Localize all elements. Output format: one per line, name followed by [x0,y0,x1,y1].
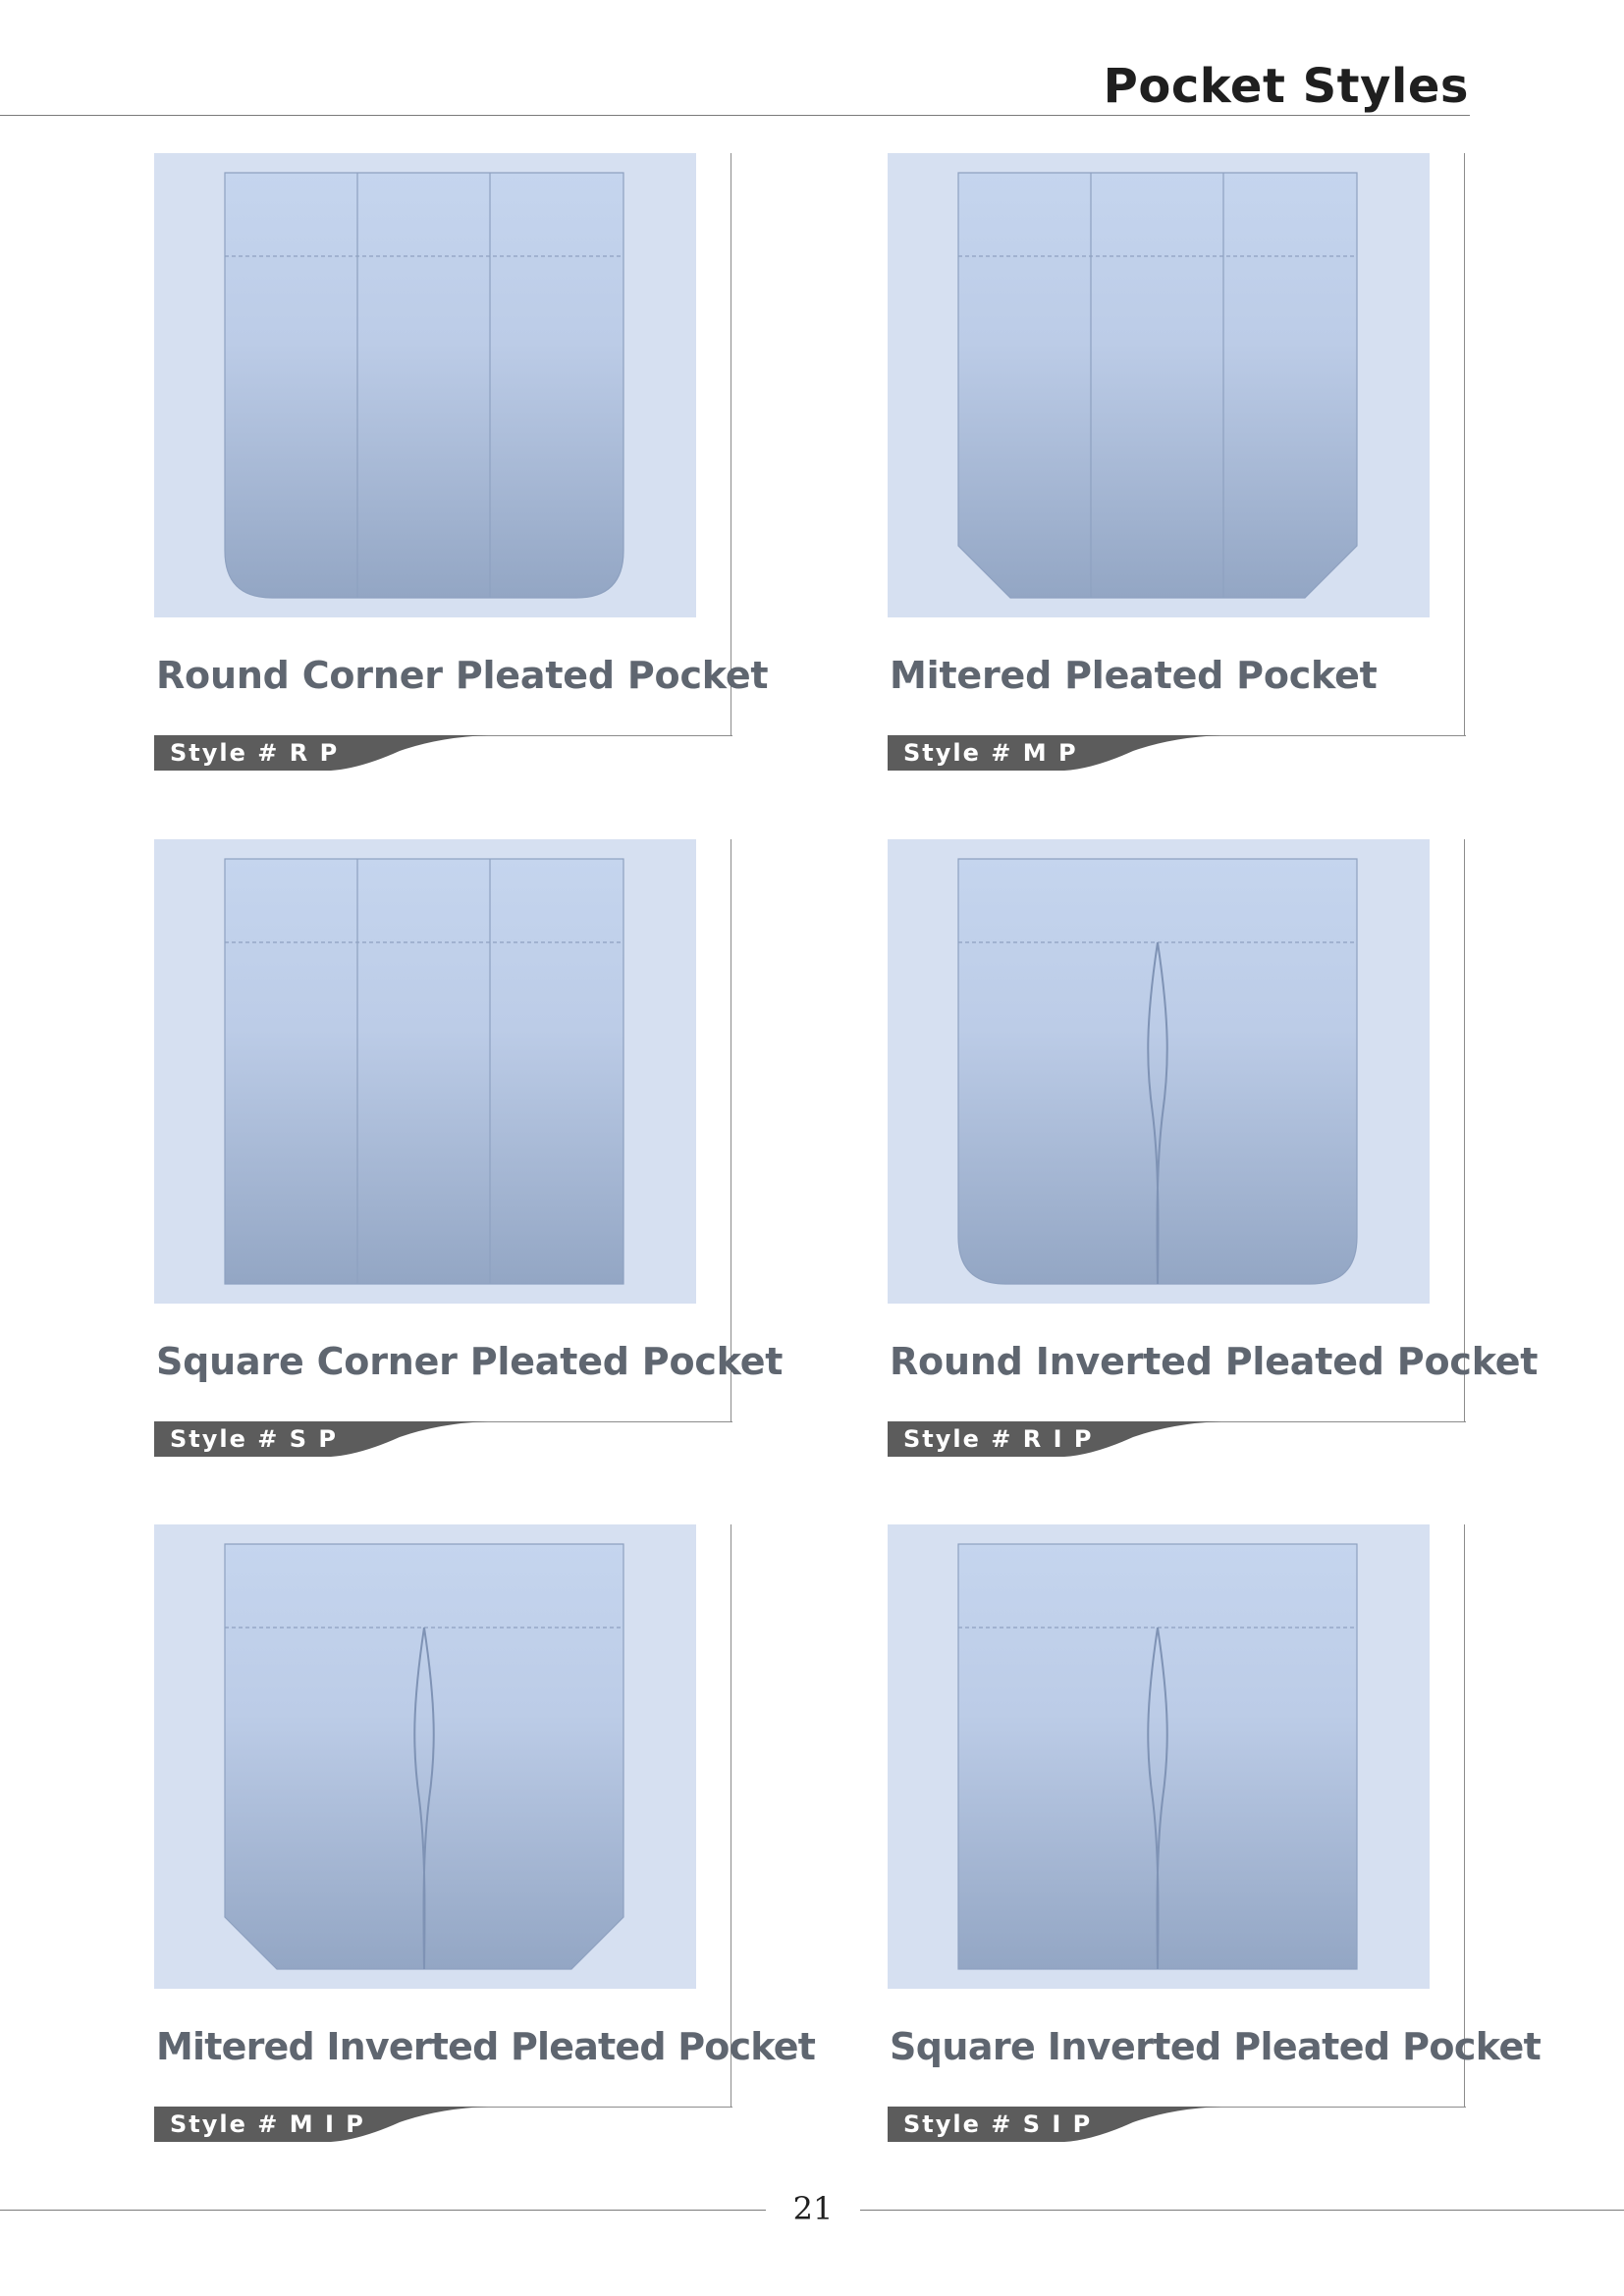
round-inverted-pleated-pocket-illustration [888,839,1430,1304]
page-title: Pocket Styles [1103,59,1469,114]
style-code: Style # M P [903,739,1078,767]
style-tab [888,735,1221,771]
style-tab [154,735,488,771]
style-tab [888,1421,1221,1457]
style-code: Style # R P [170,739,340,767]
style-code: Style # R I P [903,1425,1094,1453]
card-frame [1464,1524,1465,2107]
style-code: Style # S I P [903,2110,1093,2138]
style-code: Style # M I P [170,2110,365,2138]
round-corner-pleated-pocket-illustration [154,153,696,617]
page-number: 21 [792,2190,834,2227]
square-corner-pleated-pocket-illustration [154,839,696,1304]
card-frame [1464,839,1465,1421]
card-frame [1464,153,1465,735]
pocket-title: Round Corner Pleated Pocket [156,654,769,697]
pocket-card-round-inverted-pleated: Round Inverted Pleated Pocket Style # R … [888,839,1538,1469]
mitered-inverted-pleated-pocket-illustration [154,1524,696,1989]
pocket-title: Round Inverted Pleated Pocket [890,1340,1539,1383]
pocket-card-round-corner-pleated: Round Corner Pleated Pocket Style # R P [154,153,769,783]
pocket-title: Square Corner Pleated Pocket [156,1340,784,1383]
style-tab [154,2107,488,2142]
square-inverted-pleated-pocket-illustration [888,1524,1430,1989]
style-tab [888,2107,1221,2142]
pocket-title: Mitered Inverted Pleated Pocket [156,2025,816,2068]
pocket-card-square-corner-pleated: Square Corner Pleated Pocket Style # S P [154,839,783,1469]
pocket-card-mitered-pleated: Mitered Pleated Pocket Style # M P [888,153,1467,783]
footer-divider [0,2210,766,2211]
pocket-card-square-inverted-pleated: Square Inverted Pleated Pocket Style # S… [888,1524,1542,2155]
pocket-card-mitered-inverted-pleated: Mitered Inverted Pleated Pocket Style # … [154,1524,816,2155]
mitered-pleated-pocket-illustration [888,153,1430,617]
pocket-title: Square Inverted Pleated Pocket [890,2025,1542,2068]
style-tab [154,1421,488,1457]
pocket-title: Mitered Pleated Pocket [890,654,1378,697]
style-code: Style # S P [170,1425,338,1453]
title-divider [0,115,1470,116]
footer-divider [860,2210,1624,2211]
